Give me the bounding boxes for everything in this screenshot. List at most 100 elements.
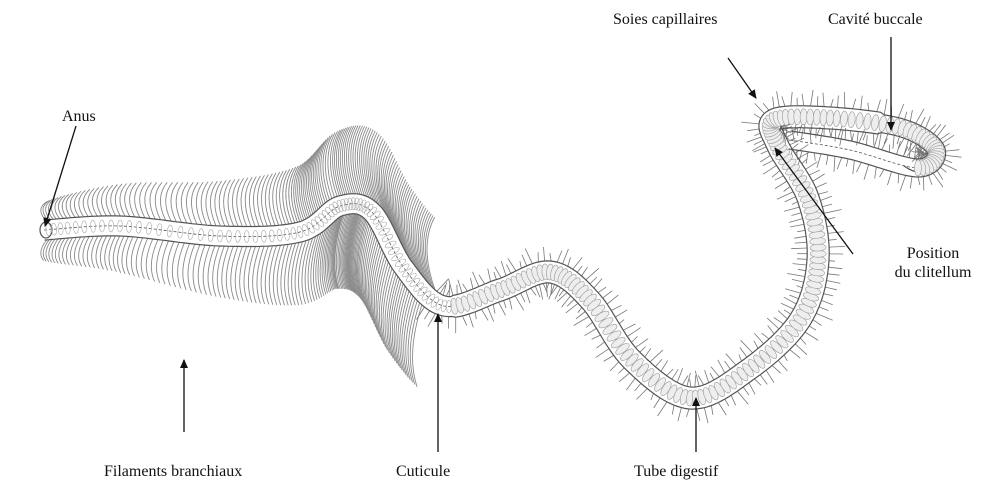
capillary-seta	[921, 117, 926, 126]
capillary-seta	[604, 355, 614, 361]
capillary-seta	[880, 169, 884, 177]
gill-filament-upper	[219, 180, 226, 226]
capillary-seta	[829, 246, 845, 247]
capillary-seta	[897, 137, 899, 145]
capillary-seta	[718, 360, 725, 373]
capillary-seta	[544, 247, 545, 261]
capillary-seta	[794, 236, 806, 238]
gill-filament-upper	[241, 178, 248, 227]
capillary-seta	[798, 269, 806, 270]
capillary-seta	[802, 159, 807, 163]
capillary-seta	[737, 391, 748, 404]
capillary-seta	[747, 137, 762, 142]
capillary-seta	[805, 332, 818, 340]
capillary-seta	[424, 311, 429, 320]
capillary-seta	[635, 383, 642, 391]
gill-filament-upper	[130, 183, 137, 217]
capillary-seta	[475, 312, 476, 319]
gill-filament-upper	[79, 190, 86, 217]
gill-filament-lower	[410, 303, 419, 385]
capillary-seta	[768, 326, 775, 335]
capillary-seta	[829, 129, 831, 137]
tail-segment	[358, 199, 367, 212]
capillary-seta	[705, 370, 709, 383]
capillary-seta	[940, 133, 950, 140]
gill-filament-upper	[101, 186, 108, 216]
capillary-seta	[777, 192, 793, 200]
capillary-seta	[846, 159, 848, 167]
tail-segment	[398, 262, 411, 273]
capillary-seta	[945, 160, 953, 163]
gut-segment	[794, 109, 801, 125]
capillary-seta	[754, 140, 763, 144]
label-pointers	[45, 37, 891, 452]
gill-filament-upper	[176, 182, 183, 222]
capillary-seta	[504, 300, 507, 308]
capillary-seta	[918, 177, 920, 185]
capillary-seta	[775, 181, 787, 189]
capillary-seta	[672, 369, 678, 379]
label-position: Position	[878, 244, 988, 263]
capillary-seta	[787, 274, 805, 277]
capillary-seta	[853, 160, 855, 174]
capillary-seta	[760, 375, 767, 385]
capillary-seta	[773, 97, 774, 109]
capillary-seta	[586, 322, 592, 327]
capillary-seta	[809, 326, 816, 330]
capillary-seta	[893, 135, 894, 149]
capillary-seta	[754, 341, 758, 349]
capillary-seta	[784, 297, 797, 304]
gill-filament-lower	[408, 301, 417, 383]
capillary-seta	[531, 288, 536, 295]
gill-filament-lower	[253, 246, 260, 303]
capillary-seta	[754, 114, 761, 119]
capillary-seta	[774, 318, 784, 324]
capillary-seta	[458, 280, 462, 293]
capillary-seta	[525, 249, 532, 264]
capillary-seta	[615, 310, 627, 317]
capillary-seta	[562, 296, 571, 308]
gill-filament-lower	[235, 247, 242, 301]
gill-filament-upper	[166, 182, 173, 221]
capillary-seta	[817, 154, 821, 168]
capillary-seta	[725, 361, 731, 369]
capillary-seta	[825, 287, 837, 290]
capillary-seta	[864, 165, 869, 180]
capillary-seta	[677, 368, 683, 382]
capillary-seta	[816, 183, 827, 188]
gut-segment	[863, 113, 872, 130]
capillary-seta	[739, 355, 742, 362]
gill-filament-upper	[97, 187, 104, 216]
capillary-seta	[578, 307, 582, 312]
capillary-seta	[814, 153, 815, 161]
capillary-seta	[610, 362, 619, 371]
capillary-seta	[568, 257, 571, 266]
capillary-seta	[462, 316, 466, 326]
label-cuticule: Cuticule	[396, 462, 450, 481]
gut-line	[44, 117, 937, 398]
capillary-seta	[640, 347, 646, 353]
gill-filament-lower	[244, 247, 251, 302]
gill-filament-upper	[196, 182, 203, 225]
capillary-seta	[784, 207, 799, 211]
gill-filament-upper	[120, 184, 127, 217]
capillary-seta	[838, 96, 839, 108]
capillary-seta	[731, 395, 736, 405]
capillary-seta	[586, 268, 599, 280]
gill-filament-upper	[191, 182, 198, 224]
capillary-seta	[937, 125, 946, 137]
capillary-seta	[631, 336, 637, 342]
gill-filament-lower	[257, 246, 264, 303]
capillary-seta	[469, 314, 473, 327]
capillary-seta	[710, 373, 714, 380]
tail-segment	[412, 281, 424, 293]
capillary-seta	[828, 232, 844, 234]
gut-segment	[800, 109, 807, 125]
capillary-seta	[829, 239, 837, 240]
capillary-seta	[718, 403, 726, 416]
capillary-seta	[809, 170, 820, 175]
gill-filament-upper	[155, 182, 162, 219]
capillary-seta	[910, 110, 912, 121]
capillary-seta	[596, 349, 609, 358]
capillary-seta	[909, 142, 910, 158]
